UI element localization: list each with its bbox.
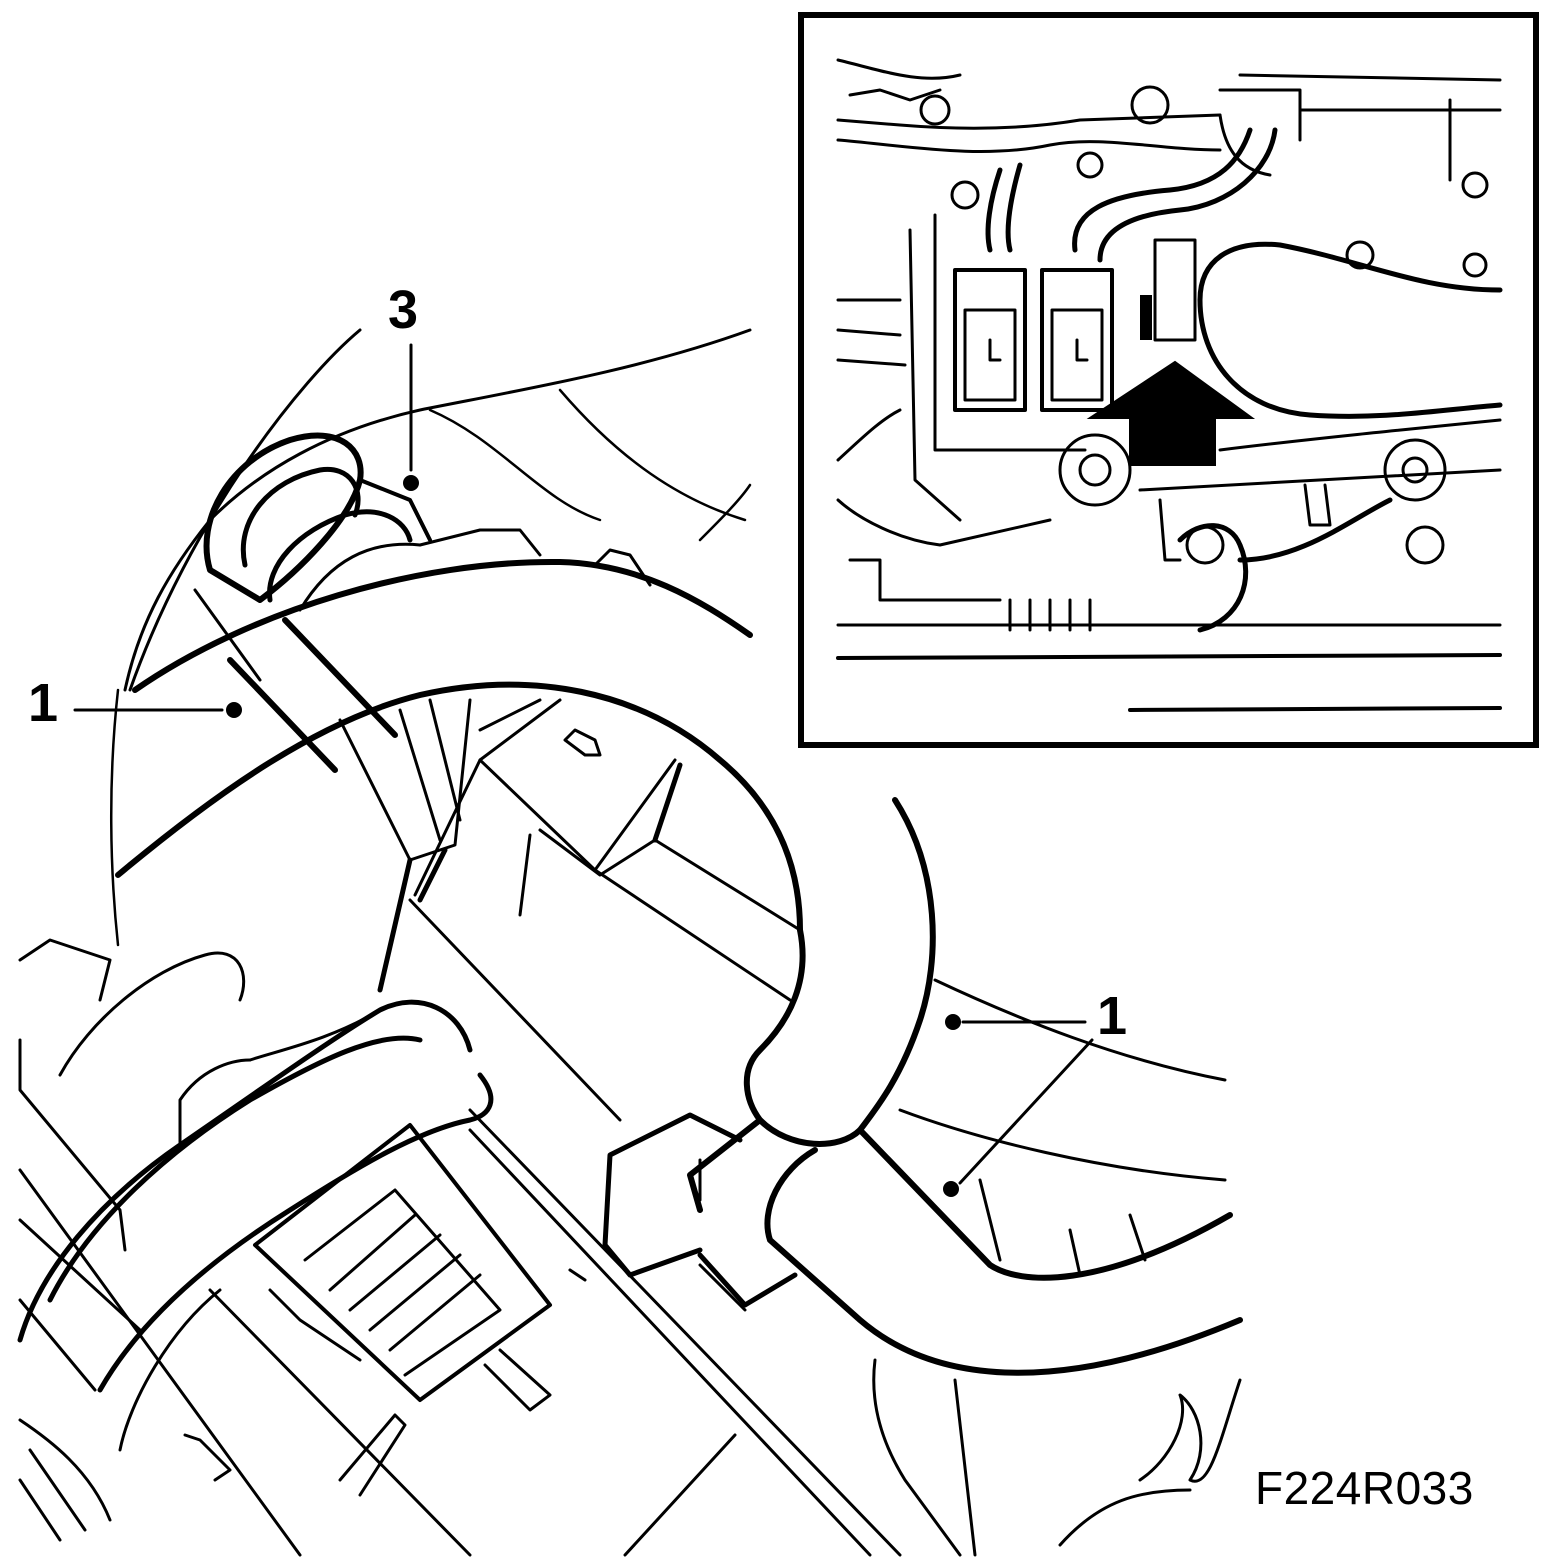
up-arrow-icon	[1086, 360, 1256, 466]
figure-code: F224R033	[1255, 1462, 1474, 1514]
leader-lines	[73, 343, 1094, 1197]
leader-dot-3	[403, 475, 419, 491]
connector-black-mark	[1140, 295, 1152, 340]
location-inset	[798, 12, 1539, 748]
leader-dot-1b-upper	[945, 1014, 961, 1030]
engine-bay-drawing	[17, 328, 1243, 1557]
callout-1-lower-hose: 1	[1097, 986, 1128, 1046]
callout-3: 3	[388, 280, 419, 340]
leader-dot-1a	[226, 702, 242, 718]
leader-dot-1b-lower	[943, 1181, 959, 1197]
callout-1-upper-hose: 1	[28, 673, 59, 733]
